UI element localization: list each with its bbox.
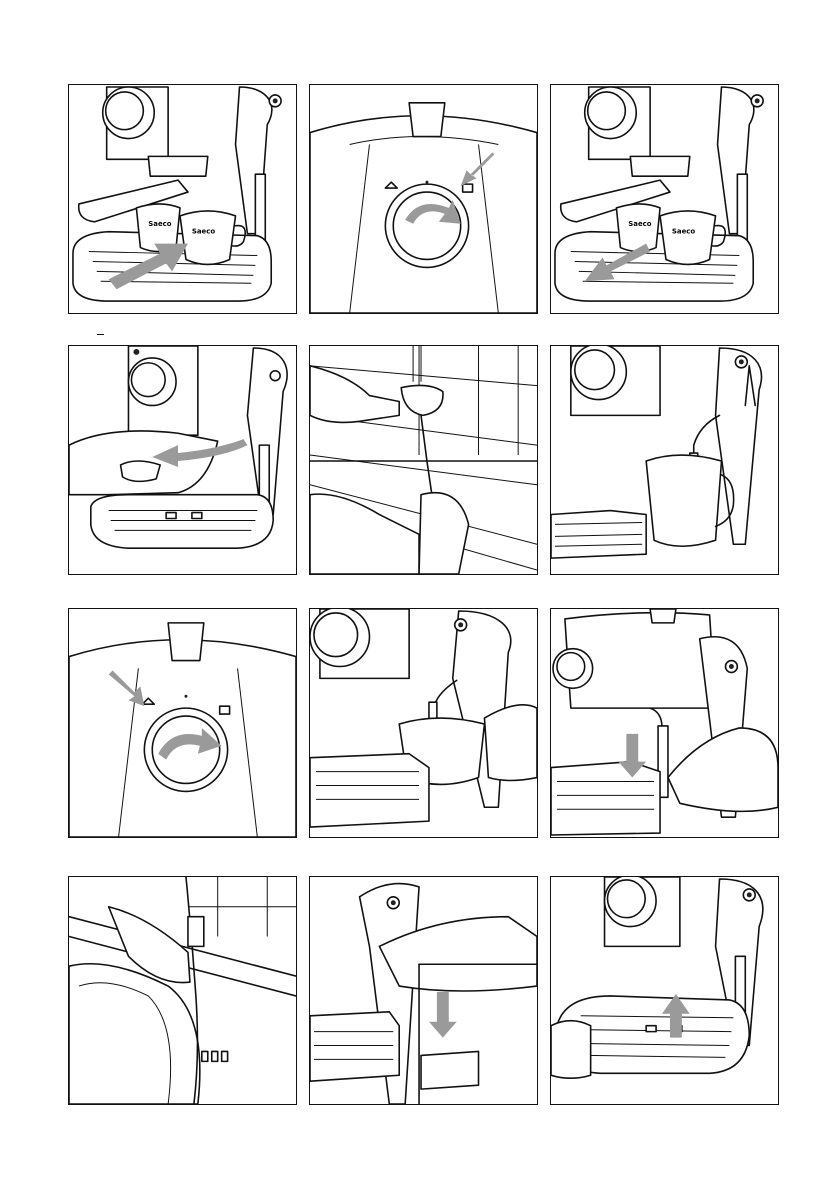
cup-brand-label-2: Saeco bbox=[672, 228, 695, 236]
page-mark bbox=[97, 334, 104, 335]
step-panel-7 bbox=[68, 608, 297, 838]
step-panel-3: Saeco Saeco bbox=[550, 84, 779, 314]
step-panel-6 bbox=[550, 345, 779, 575]
arrow-icon bbox=[429, 992, 457, 1038]
cup-brand-label-2: Saeco bbox=[192, 228, 215, 236]
cup-brand-label: Saeco bbox=[148, 220, 171, 228]
step-panel-5 bbox=[309, 345, 538, 575]
step-panel-8 bbox=[309, 608, 538, 838]
step-panel-11 bbox=[309, 876, 538, 1105]
step-panel-2 bbox=[309, 84, 538, 314]
step-panel-1: Saeco Saeco bbox=[68, 84, 297, 314]
step-panel-12 bbox=[550, 876, 779, 1105]
cup-brand-label: Saeco bbox=[628, 220, 651, 228]
step-panel-9 bbox=[550, 608, 779, 838]
step-panel-10 bbox=[68, 876, 297, 1105]
step-panel-4 bbox=[68, 345, 297, 575]
